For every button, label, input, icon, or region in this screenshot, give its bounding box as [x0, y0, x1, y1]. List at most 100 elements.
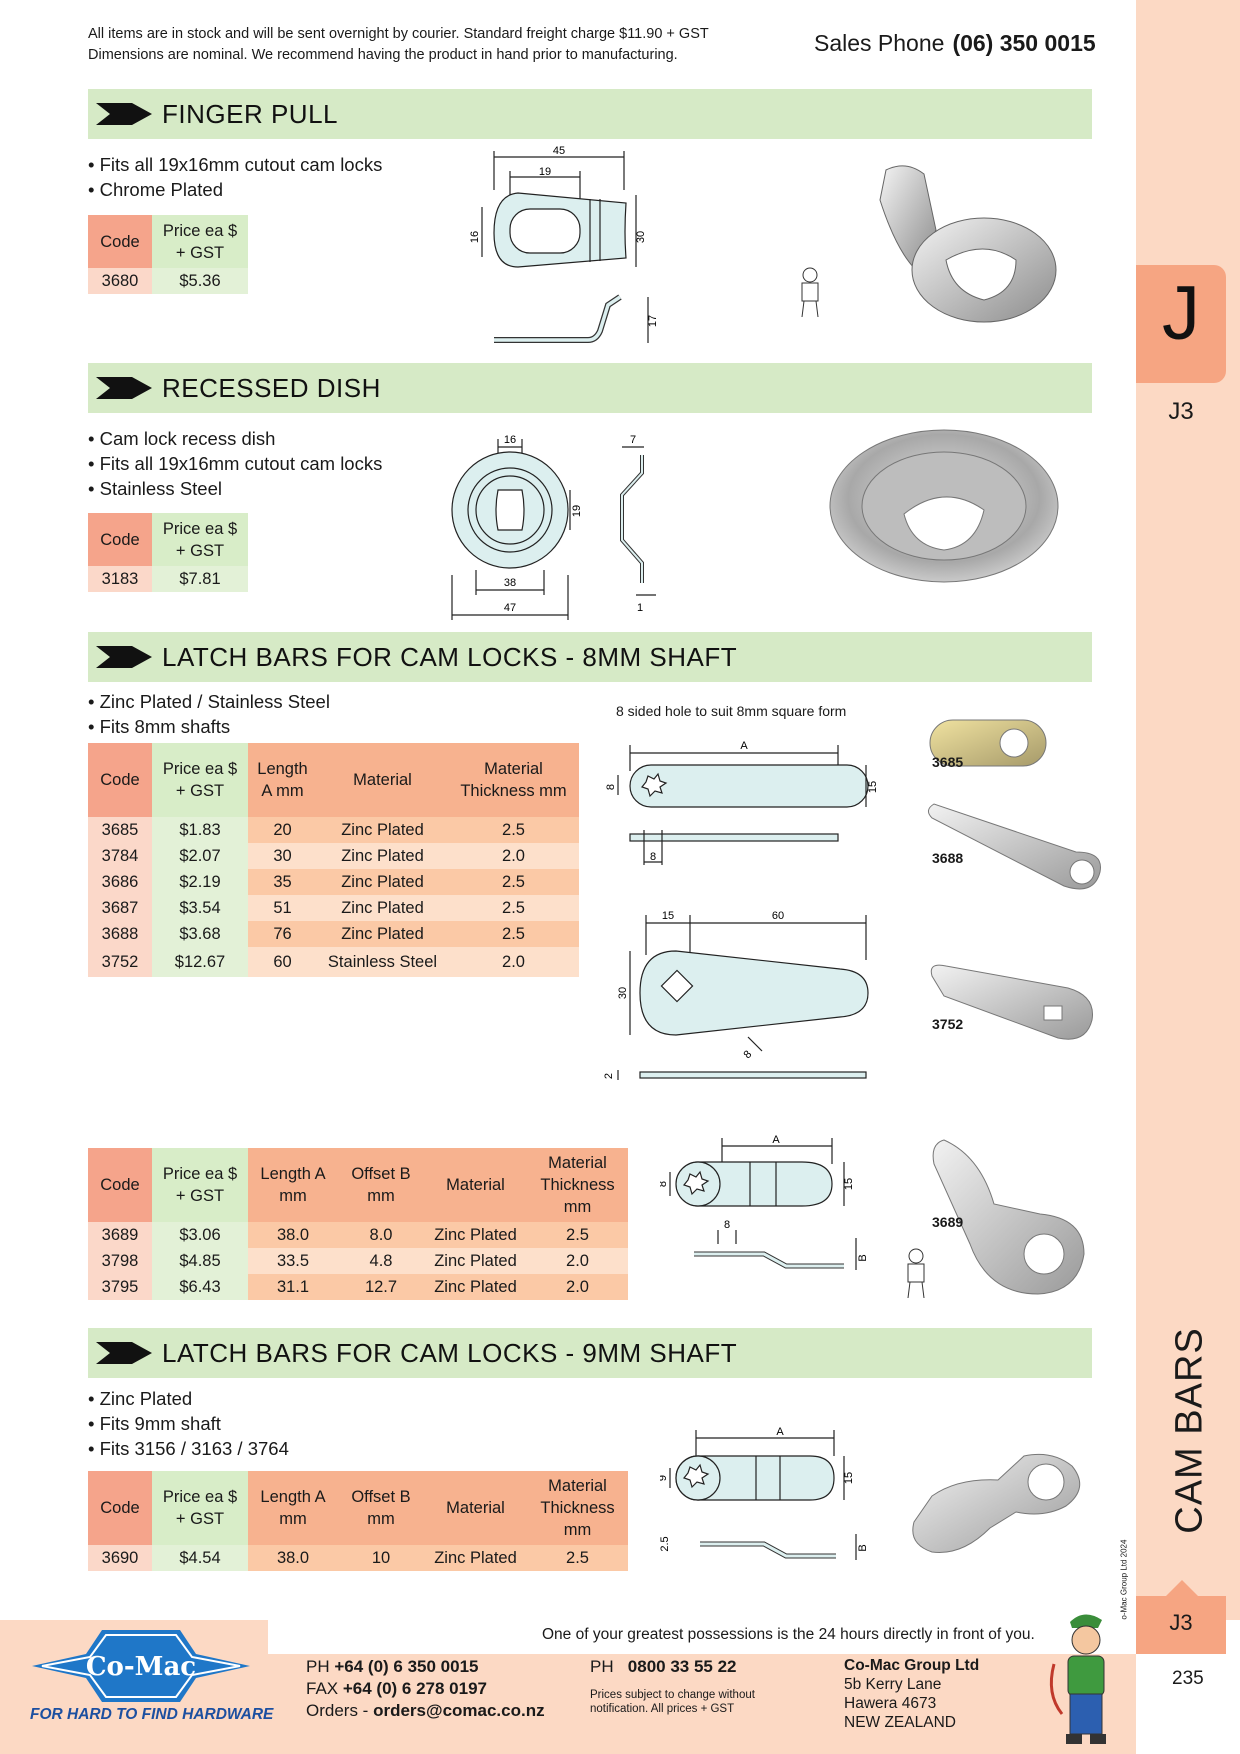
section-ref-bottom: J3 [1169, 1610, 1193, 1635]
photo-label-3685: 3685 [932, 754, 964, 770]
arrow-icon [96, 646, 152, 668]
svg-text:1: 1 [637, 602, 643, 614]
section-banner-finger-pull: FINGER PULL [88, 89, 1092, 139]
footer-freephone-number[interactable]: 0800 33 55 22 [627, 1657, 737, 1676]
arrow-icon [96, 1342, 152, 1364]
svg-text:2: 2 [603, 1073, 615, 1079]
photo-3685 [929, 719, 1047, 767]
svg-text:60: 60 [772, 910, 784, 922]
arrow-icon [96, 377, 152, 399]
photo-3752 [930, 964, 1093, 1040]
recessed-dish-photo [829, 429, 1059, 583]
svg-text:2.5: 2.5 [660, 1536, 671, 1551]
svg-text:19: 19 [539, 166, 551, 178]
svg-text:A: A [776, 1426, 784, 1438]
footer-disclaimer-1: Prices subject to change without [590, 1689, 755, 1701]
recessed-dish-features: • Cam lock recess dish • Fits all 19x16m… [88, 428, 383, 499]
footer-phone[interactable]: +64 (0) 6 350 0015 [334, 1657, 479, 1676]
svg-text:15: 15 [662, 910, 674, 922]
table-row: 3680 $5.36 [88, 268, 248, 294]
arrow-icon [96, 103, 152, 125]
section-title: CAM BARS [1168, 1326, 1211, 1534]
section-tab[interactable] [1136, 265, 1226, 383]
recessed-dish-drawing: 16 19 38 47 7 1 [451, 434, 656, 620]
svg-text:9: 9 [660, 1475, 669, 1481]
footer-address: Co-Mac Group Ltd 5b Kerry Lane Hawera 46… [844, 1657, 980, 1731]
hole-caption: 8 sided hole to suit 8mm square form [616, 703, 847, 719]
footer-orders-email[interactable]: orders@comac.co.nz [373, 1701, 545, 1720]
stock-notice: All items are in stock and will be sent … [88, 26, 709, 63]
section-banner-latch-8mm: LATCH BARS FOR CAM LOCKS - 8MM SHAFT [88, 632, 1092, 682]
svg-text:A: A [740, 740, 748, 752]
latch-9mm-price-table: Code Price ea $ + GST Length A mm Offset… [88, 1471, 628, 1571]
latch-8mm-features: • Zinc Plated / Stainless Steel • Fits 8… [88, 691, 330, 737]
svg-text:16: 16 [504, 434, 516, 446]
latch-9mm-features: • Zinc Plated • Fits 9mm shaft • Fits 31… [88, 1388, 289, 1459]
svg-text:B: B [857, 1254, 869, 1261]
footer-quote: One of your greatest possessions is the … [542, 1626, 1035, 1643]
photo-label-3752: 3752 [932, 1016, 964, 1032]
finger-pull-drawing: 45 19 16 30 17 [469, 145, 659, 343]
svg-text:7: 7 [630, 434, 636, 446]
svg-text:8: 8 [605, 784, 617, 790]
photo-label-3688: 3688 [932, 850, 964, 866]
svg-text:38: 38 [504, 577, 516, 589]
svg-text:8: 8 [724, 1219, 730, 1231]
offset-latch-8mm-price-table: Code Price ea $ + GST Length A mm Offset… [88, 1148, 628, 1300]
svg-text:A: A [772, 1134, 780, 1146]
footer-freephone: PH 0800 33 55 22 Prices subject to chang… [590, 1657, 755, 1715]
latch-8mm-drawing: A 8 15 8 15 60 30 8 2 [603, 740, 879, 1080]
svg-text:30: 30 [617, 987, 629, 999]
section-letter: J [1162, 271, 1200, 356]
svg-text:16: 16 [469, 231, 481, 243]
svg-text:45: 45 [553, 145, 565, 157]
svg-text:8: 8 [660, 1181, 669, 1187]
table-row: 3183 $7.81 [88, 566, 248, 592]
photo-3690 [912, 1453, 1081, 1553]
footer-contacts: PH +64 (0) 6 350 0015 FAX +64 (0) 6 278 … [306, 1657, 545, 1720]
footer-tagline: FOR HARD TO FIND HARDWARE [30, 1706, 274, 1723]
svg-text:8: 8 [741, 1048, 754, 1061]
finger-pull-price-table: Code Price ea $ + GST 3680 $5.36 [88, 215, 248, 294]
section-banner-recessed-dish: RECESSED DISH [88, 363, 1092, 413]
page-number: 235 [1172, 1668, 1204, 1689]
finger-pull-features: • Fits all 19x16mm cutout cam locks • Ch… [88, 154, 383, 200]
footer-fax[interactable]: +64 (0) 6 278 0197 [342, 1679, 488, 1698]
svg-text:15: 15 [867, 781, 879, 793]
svg-text:15: 15 [843, 1178, 855, 1190]
latch-8mm-price-table: Code Price ea $ + GST Length A mm Materi… [88, 743, 579, 977]
svg-text:Co-Mac: Co-Mac [86, 1652, 196, 1682]
section-ref: J3 [1168, 398, 1194, 425]
recessed-dish-price-table: Code Price ea $ + GST 3183 $7.81 [88, 513, 248, 592]
mascot-icon [907, 1248, 925, 1299]
mascot-icon [1049, 1614, 1106, 1744]
photo-3688 [928, 803, 1101, 890]
svg-text:19: 19 [571, 505, 583, 517]
comac-logo[interactable]: Co-Mac [28, 1628, 254, 1704]
svg-text:30: 30 [635, 231, 647, 243]
latch-9mm-drawing: A 9 15 2.5 B [660, 1426, 869, 1560]
svg-text:8: 8 [650, 851, 656, 863]
footer-quote-band [268, 1620, 1136, 1654]
photo-3689 [932, 1139, 1085, 1295]
footer-disclaimer-2: notification. All prices + GST [590, 1703, 735, 1715]
finger-pull-photo [879, 165, 1057, 323]
mascot-icon [801, 267, 819, 318]
svg-text:17: 17 [647, 315, 659, 327]
svg-text:B: B [857, 1544, 869, 1551]
sales-phone: Sales Phone(06) 350 0015 [814, 30, 1096, 56]
svg-text:47: 47 [504, 602, 516, 614]
section-banner-latch-9mm: LATCH BARS FOR CAM LOCKS - 9MM SHAFT [88, 1328, 1092, 1378]
svg-text:15: 15 [843, 1472, 855, 1484]
section-tab-bottom[interactable] [1136, 1580, 1226, 1654]
